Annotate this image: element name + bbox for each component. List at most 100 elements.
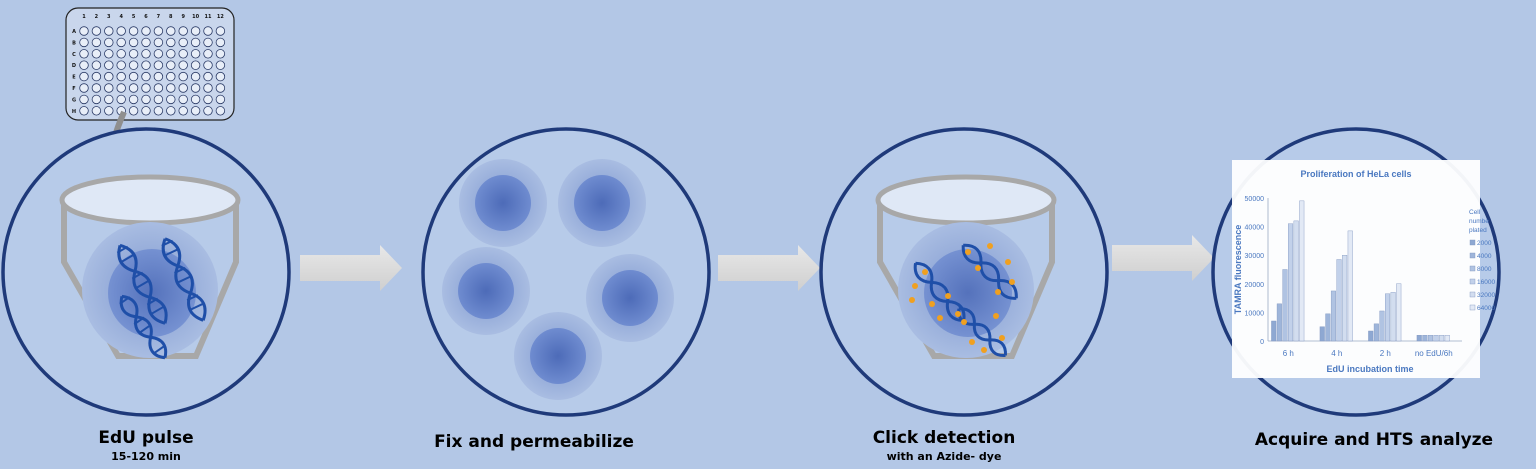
plate-well	[166, 83, 176, 93]
step1-circle	[1, 127, 291, 417]
bar	[1416, 335, 1422, 342]
bar	[1271, 320, 1277, 342]
legend-swatch	[1469, 278, 1476, 285]
plate-well	[153, 37, 164, 48]
plate-well	[116, 49, 126, 59]
nucleus	[924, 249, 1012, 337]
plate-well	[104, 26, 114, 36]
plate-well	[203, 106, 213, 116]
plate-well	[190, 106, 201, 116]
plate-well	[128, 60, 139, 70]
plate-well	[203, 94, 213, 105]
x-axis-label: EdU incubation time	[1326, 364, 1413, 374]
bar	[1330, 290, 1336, 342]
bar	[1390, 292, 1396, 342]
legend-entry: 4000	[1477, 253, 1492, 260]
plate-well	[141, 37, 151, 48]
plate-well	[190, 94, 201, 105]
plate-well	[128, 26, 139, 36]
plate-well	[178, 49, 188, 59]
plate-well	[128, 49, 139, 59]
bar	[1293, 220, 1299, 342]
legend-entry: 16000	[1477, 279, 1495, 286]
step1-subtitle: 15-120 min	[111, 450, 181, 463]
step4-title: Acquire and HTS analyze	[1254, 430, 1494, 450]
dna-helix-icon	[116, 243, 168, 325]
plate-row-label: E	[72, 75, 76, 81]
plate-row-label: D	[72, 63, 76, 69]
plate-well	[203, 49, 213, 59]
plate-well	[141, 49, 151, 59]
dna-helix-icon	[119, 294, 168, 360]
plate-well	[215, 71, 226, 82]
x-tick-label: 2 h	[1380, 349, 1391, 358]
plate-column-label: 12	[217, 14, 224, 20]
plate-well	[104, 94, 114, 105]
legend-title: Cell	[1469, 209, 1481, 216]
plate-well	[178, 106, 188, 116]
plate-well	[116, 83, 126, 93]
plate-well	[215, 37, 226, 48]
plate-well	[116, 71, 126, 82]
plate-well	[128, 106, 139, 116]
plate-column-label: 5	[132, 14, 136, 20]
plate-well	[178, 60, 188, 70]
x-tick-label: 6 h	[1283, 349, 1294, 358]
plate-well	[166, 71, 176, 82]
legend-title: plated	[1469, 227, 1487, 234]
chart-title: Proliferation of HeLa cells	[1300, 169, 1411, 179]
plate-well	[166, 60, 176, 70]
plate-well	[215, 94, 226, 105]
chart-panel	[1232, 160, 1480, 378]
plate-well	[190, 26, 201, 36]
legend-entry: 64000	[1477, 305, 1495, 312]
step4-caption: Acquire and HTS analyze	[1255, 430, 1493, 450]
bar	[1276, 303, 1282, 342]
step3-title: Click detection	[872, 428, 1016, 448]
y-tick-label: 50000	[1245, 196, 1265, 203]
plate-well	[104, 60, 114, 70]
cell	[514, 312, 602, 400]
plate-row-label: H	[72, 109, 76, 115]
legend-title: numbe	[1469, 218, 1489, 225]
x-tick-label: 4 h	[1331, 349, 1342, 358]
process-arrow	[1112, 235, 1214, 281]
plate-well	[104, 37, 114, 48]
plate-well	[116, 26, 126, 36]
plate-well	[91, 60, 102, 70]
bar	[1368, 330, 1374, 342]
bar	[1319, 326, 1325, 342]
bar	[1282, 269, 1288, 342]
plate-row-label: A	[72, 29, 76, 35]
plate-column-label: 4	[119, 14, 123, 20]
plate-well	[79, 94, 89, 105]
step2-caption: Fix and permeabilize	[434, 432, 634, 452]
plate-well	[166, 37, 176, 48]
bar	[1396, 283, 1402, 342]
plate-well	[141, 94, 151, 105]
plate-well	[91, 71, 102, 82]
y-axis-label: TAMRA fluorescence	[1233, 225, 1243, 315]
legend-entry: 32000	[1477, 292, 1495, 299]
plate-well	[79, 49, 89, 59]
plate-well	[178, 94, 188, 105]
bar	[1444, 335, 1450, 342]
cell	[459, 159, 547, 247]
plate-well	[141, 83, 151, 93]
plate-well	[190, 60, 201, 70]
plate-well	[141, 71, 151, 82]
bar	[1433, 335, 1439, 342]
plate-well	[153, 26, 164, 36]
bar	[1379, 310, 1385, 342]
plate-well	[215, 106, 226, 116]
plate-well	[166, 26, 176, 36]
plate-well	[153, 106, 164, 116]
plate-well	[91, 37, 102, 48]
plate-well	[91, 49, 102, 59]
plate-well	[153, 83, 164, 93]
plate-well	[91, 106, 102, 116]
plate-well	[91, 26, 102, 36]
plate-well	[141, 60, 151, 70]
